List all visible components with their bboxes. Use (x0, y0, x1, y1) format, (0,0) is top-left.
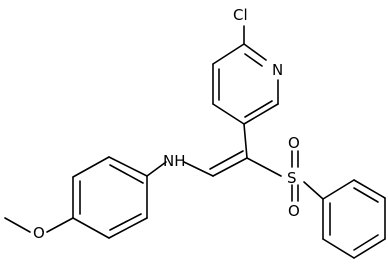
sulfonyl-oxygen-bottom-label: O (288, 202, 300, 220)
sulfur-to-phenyl-bond (303, 181, 324, 200)
phenyl-ring (322, 179, 386, 259)
pyridine-nitrogen-label: N (272, 61, 283, 79)
chloropyridine-ring (212, 25, 279, 125)
amine-label: NH (163, 152, 186, 170)
sulfonyl-oxygen-bonds (291, 150, 299, 202)
ring-to-vinyl-bond (243, 123, 248, 159)
sulfonyl-oxygen-top-label: O (288, 134, 300, 152)
sulfur-label: S (287, 169, 297, 187)
chlorine-label: Cl (233, 6, 248, 24)
methoxyphenyl-ring (72, 156, 148, 239)
ether-oxygen-label: O (33, 224, 45, 242)
vinyl-to-nh-bond (183, 161, 214, 177)
nh-to-aryl-bond (146, 161, 167, 177)
vinyl-double-bond (209, 150, 248, 177)
vinyl-to-sulfur-bond (246, 157, 282, 177)
methoxy-group (4, 217, 74, 233)
